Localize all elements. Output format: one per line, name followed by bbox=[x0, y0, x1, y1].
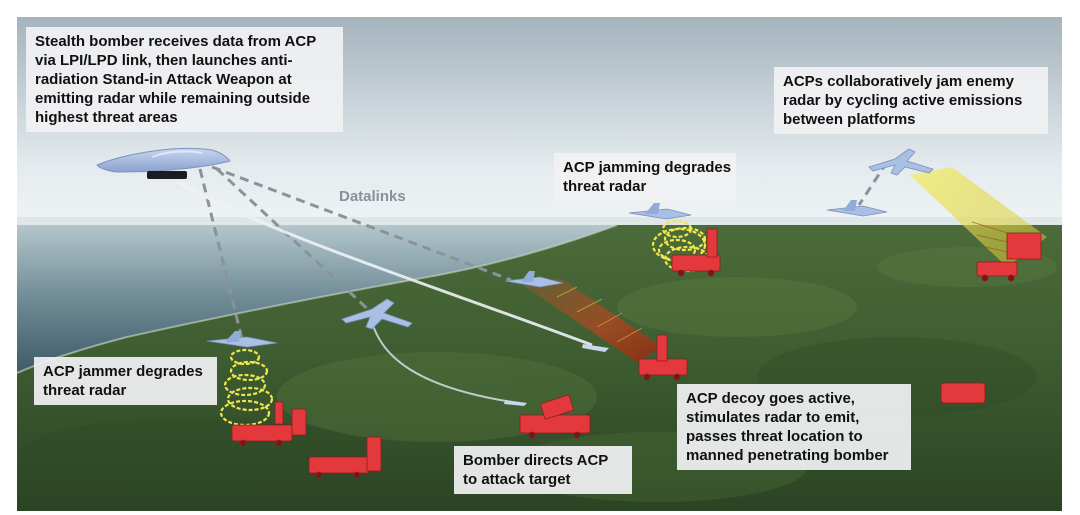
datalinks-label: Datalinks bbox=[339, 188, 406, 205]
threat-radar-decoy bbox=[638, 334, 688, 381]
datalink-line-attack bbox=[215, 167, 374, 315]
datalink-line-collab bbox=[857, 161, 889, 206]
callout-line: manned penetrating bomber bbox=[686, 447, 889, 464]
callout-acp-jamming-degrades: ACP jamming degrades threat radar bbox=[554, 153, 736, 201]
threat-radar-left bbox=[231, 401, 307, 447]
acp-strike-missile bbox=[504, 400, 527, 406]
acp-attack-path bbox=[371, 321, 513, 403]
callout-line: between platforms bbox=[783, 111, 916, 128]
threat-launcher-left bbox=[308, 436, 382, 479]
jamming-rings-left bbox=[219, 348, 274, 427]
callout-line: threat radar bbox=[43, 382, 127, 399]
radar-beam-hatching bbox=[556, 286, 643, 343]
radar-emission-beam bbox=[517, 279, 662, 362]
scenario-illustration: Datalinks Stealth bomber receives data f… bbox=[17, 17, 1062, 511]
callout-line: via LPI/LPD link, then launches anti- bbox=[35, 52, 293, 69]
stand-in-attack-weapon bbox=[582, 344, 609, 352]
datalink-line-decoy bbox=[211, 165, 512, 282]
acp-drone-jamming-center bbox=[628, 203, 692, 220]
callout-bomber-receives-data: Stealth bomber receives data from ACP vi… bbox=[26, 27, 343, 132]
stealth-bomber bbox=[96, 148, 231, 179]
callout-acp-decoy-active: ACP decoy goes active, stimulates radar … bbox=[677, 384, 911, 470]
callout-line: to attack target bbox=[463, 471, 571, 488]
threat-radar-right bbox=[976, 232, 1042, 282]
weapon-flight-path bbox=[176, 180, 593, 347]
callout-line: ACP jamming degrades bbox=[563, 159, 732, 176]
callout-bomber-directs-acp: Bomber directs ACP to attack target bbox=[454, 446, 632, 494]
callout-line: highest threat areas bbox=[35, 109, 178, 126]
acp-drone-decoy bbox=[504, 271, 564, 288]
threat-radar-center bbox=[671, 228, 721, 277]
callout-line: ACP decoy goes active, bbox=[686, 390, 855, 407]
callout-line: radar by cycling active emissions bbox=[783, 92, 1023, 109]
acp-drone-collab-upper bbox=[868, 148, 934, 176]
acp-drone-collab-lower bbox=[826, 200, 888, 217]
coastline bbox=[17, 224, 618, 374]
callout-line: passes threat location to bbox=[686, 428, 863, 445]
callout-line: ACPs collaboratively jam enemy bbox=[783, 73, 1014, 90]
acp-drone-attack bbox=[341, 298, 413, 330]
threat-vehicle-far-right bbox=[940, 382, 986, 404]
callout-line: ACP jammer degrades bbox=[43, 363, 203, 380]
callout-acp-jammer-degrades: ACP jammer degrades threat radar bbox=[34, 357, 217, 405]
callout-collaborative-jam: ACPs collaboratively jam enemy radar by … bbox=[774, 67, 1048, 134]
callout-line: stimulates radar to emit, bbox=[686, 409, 860, 426]
callout-line: threat radar bbox=[563, 178, 647, 195]
acp-drone-jammer-left bbox=[206, 331, 278, 348]
callout-line: emitting radar while remaining outside bbox=[35, 90, 311, 107]
callout-line: Bomber directs ACP bbox=[463, 452, 609, 469]
callout-line: Stealth bomber receives data from ACP bbox=[35, 33, 317, 50]
threat-launcher-target bbox=[519, 394, 591, 439]
datalink-lines bbox=[198, 161, 889, 340]
callout-line: radiation Stand-in Attack Weapon at bbox=[35, 71, 292, 88]
